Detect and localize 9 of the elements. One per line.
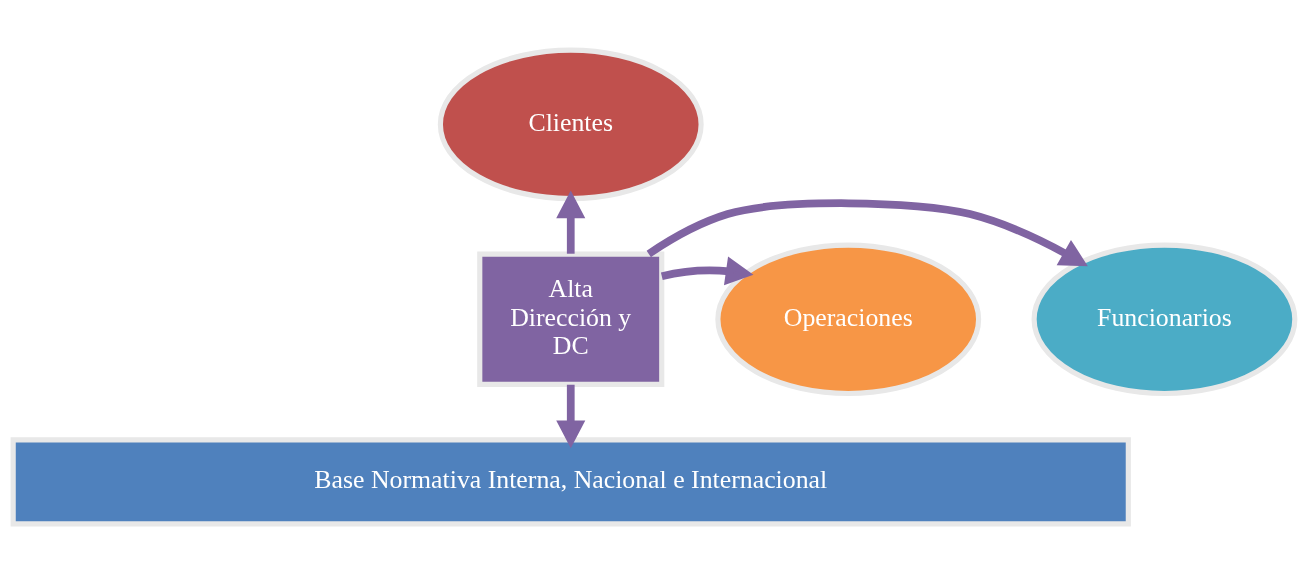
arrow xyxy=(556,190,586,254)
arrow xyxy=(660,256,754,286)
node-ellipse: Operaciones xyxy=(715,242,982,397)
node-ellipse: Funcionarios xyxy=(1031,242,1298,397)
arrow xyxy=(646,199,1088,267)
node-box: Base Normativa Interna, Nacional e Internacional xyxy=(10,437,1131,527)
node-ellipse: Clientes xyxy=(437,47,704,202)
arrow xyxy=(556,384,586,449)
node-box: Alta Dirección y DC xyxy=(477,251,665,388)
